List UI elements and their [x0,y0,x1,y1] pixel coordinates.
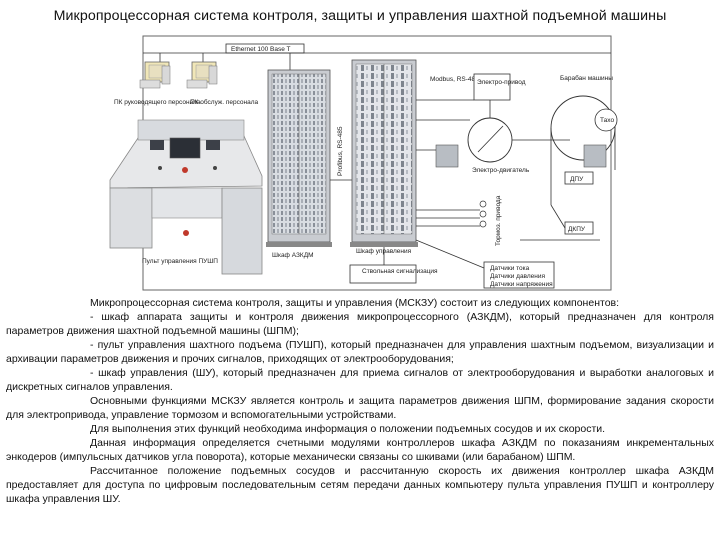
electric-drive: Электро-привод [474,74,526,100]
sensor-pressure: Датчики давления [490,273,545,280]
cabinet-control: Шкаф управления [350,60,418,255]
paragraph: Для выполнения этих функций необходима и… [6,422,714,436]
pc-service: ПК обслуж. персонала [187,62,259,106]
cabinet-azkdm-label: Шкаф АЗКДМ [272,252,314,259]
brake-drive: Тормоз. привода [416,195,502,246]
paragraph: - шкаф аппарата защиты и контроля движен… [6,310,714,338]
electric-motor: Электро-двигатель [468,100,570,174]
paragraph: - шкаф управления (ШУ), который предназн… [6,366,714,394]
paragraph: - пульт управления шахтного подъема (ПУШ… [6,338,714,366]
encoder-photo-right [584,145,606,167]
tacho-label: Тахо [600,117,614,124]
dksu-sensor: ДКПУ [551,205,593,234]
dpu-label: ДПУ [570,176,584,183]
shaft-signal-label: Ствольная сигнализация [362,268,438,275]
paragraph: Основными функциями МСКЗУ является контр… [6,394,714,422]
encoder-photo-left [436,145,458,167]
console-label: Пульт управления ПУШП [142,258,218,265]
sensor-list: Датчики тока Датчики давления Датчики на… [416,240,554,288]
modbus-label: Modbus, RS-485 [430,76,479,83]
modbus-link: Modbus, RS-485 [416,76,479,100]
paragraph: Данная информация определяется счетными … [6,436,714,464]
dksu-label: ДКПУ [568,226,586,233]
ethernet-label: Ethernet 100 Base T [231,46,291,53]
hoist-drum: Барабан машины [551,74,615,205]
brake-label: Тормоз. привода [495,195,502,246]
sensor-current: Датчики тока [490,265,530,272]
paragraph: Микропроцессорная система контроля, защи… [6,296,714,310]
sensor-voltage: Датчики напряжения [490,281,553,288]
system-diagram: Ethernet 100 Base T ПК руководящего перс… [0,0,720,300]
pc-service-label: ПК обслуж. персонала [190,98,259,106]
motor-label: Электро-двигатель [472,167,530,174]
pc-management-label: ПК руководящего персонала [114,99,201,106]
dpu-sensor: ДПУ [565,172,593,184]
paragraph: Рассчитанное положение подъемных сосудов… [6,464,714,506]
drive-label: Электро-привод [477,79,526,86]
cabinet-azkdm: Шкаф АЗКДМ [266,70,332,259]
profibus-label: Profibus, RS-485 [337,126,344,176]
control-console: Пульт управления ПУШП [110,120,262,274]
drum-label: Барабан машины [560,74,613,82]
tacho: Тахо [595,109,617,131]
description-text: Микропроцессорная система контроля, защи… [6,296,714,506]
